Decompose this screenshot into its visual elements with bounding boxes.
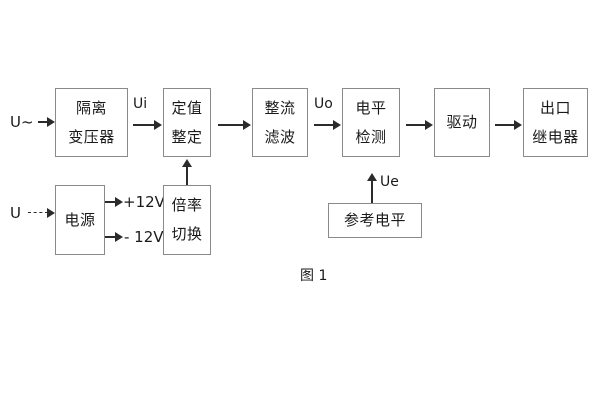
block-line-2: 切换 [171,225,203,243]
block-line-2: 滤波 [264,127,296,146]
input-label-dc: U [10,204,21,222]
block-line-1: 定值 [171,98,203,117]
block-level-detect: 电平 检测 [342,88,400,157]
arrow-shaft [371,175,373,203]
arrow-head [333,120,341,130]
block-setting-adjust: 定值 整定 [163,88,211,157]
signal-label-plus-12v: +12V [123,193,165,211]
block-line-1: 整流 [264,98,296,117]
block-output-relay: 出口 继电器 [523,88,588,157]
block-line-1: 出口 [539,98,571,117]
signal-label-uo: Uo [314,96,333,112]
arrow-head [182,159,192,167]
arrow-head [154,120,162,130]
block-line-1: 倍率 [171,196,203,214]
block-line-2: 变压器 [68,127,115,146]
figure-caption: 图 1 [300,268,328,284]
block-line-2: 检测 [355,127,387,146]
block-line-2: 整定 [171,127,203,146]
block-power-supply: 电源 [55,185,105,255]
block-line-1: 参考电平 [343,211,406,229]
arrow-head [115,232,123,242]
block-ratio-switch: 倍率 切换 [163,185,211,255]
block-isolation-transformer: 隔离 变压器 [55,88,128,157]
block-line-1: 驱动 [446,113,478,131]
block-line-1: 隔离 [75,98,107,117]
arrow-head [367,173,377,181]
block-rectify-filter: 整流 滤波 [252,88,308,157]
arrow-shaft [406,124,426,126]
arrow-head [243,120,251,130]
arrow-shaft [105,201,116,203]
block-drive: 驱动 [434,88,490,157]
block-line-1: 电平 [355,98,387,117]
block-reference-level: 参考电平 [328,203,422,238]
signal-label-ue: Ue [380,174,399,190]
arrow-shaft [314,124,334,126]
arrow-shaft [38,121,48,123]
arrow-shaft [218,124,244,126]
arrow-head [115,197,123,207]
signal-label-ui: Ui [133,96,148,112]
arrow-shaft [186,161,188,185]
arrow-shaft [105,236,116,238]
block-line-2: 继电器 [532,127,579,146]
arrow-head [47,208,55,218]
arrow-shaft [133,124,155,126]
arrow-head [425,120,433,130]
arrow-head [47,117,55,127]
block-line-1: 电源 [64,210,96,229]
input-label-ac: U~ [10,113,34,131]
arrow-head [514,120,522,130]
signal-label-minus-12v: - 12V [124,228,164,246]
arrow-shaft [495,124,515,126]
arrow-shaft [28,212,48,213]
